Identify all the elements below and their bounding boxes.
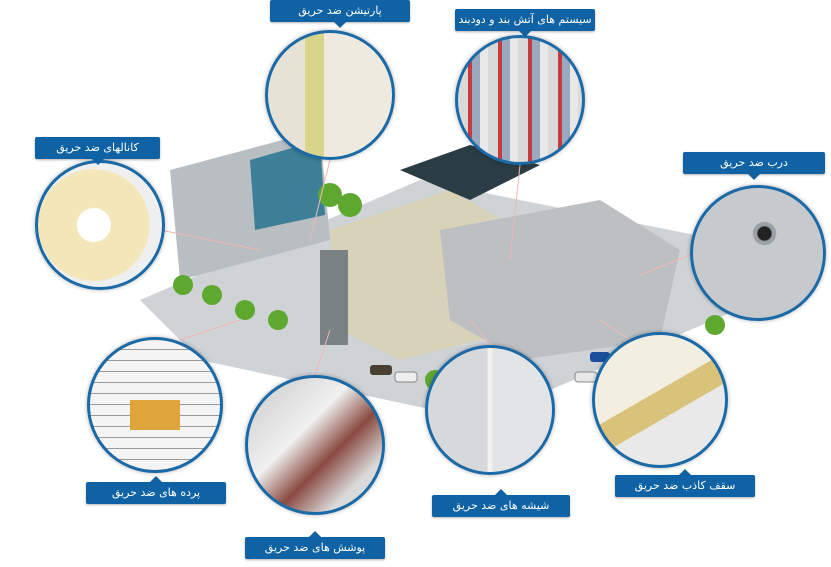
curtains-detail-image bbox=[87, 337, 223, 473]
door-detail-image bbox=[690, 185, 826, 321]
callout-partition[interactable]: پارتیشن ضد حریق bbox=[270, 0, 410, 28]
firestop-detail-image bbox=[455, 35, 585, 165]
callout-glass[interactable]: شیشه های ضد حریق bbox=[432, 489, 570, 517]
trees bbox=[173, 183, 725, 390]
callout-door[interactable]: درب ضد حریق bbox=[683, 152, 825, 180]
glass-detail-image bbox=[425, 345, 555, 475]
callout-ducts[interactable]: کانالهای ضد حریق bbox=[35, 137, 160, 165]
callout-firestop-smoke[interactable]: سیستم های آتش بند و دودبند bbox=[455, 9, 595, 37]
glass-facade bbox=[250, 140, 325, 230]
tower bbox=[320, 250, 348, 345]
partition-detail-image bbox=[265, 30, 395, 160]
building-right-wing bbox=[440, 200, 680, 360]
ceiling-detail-image bbox=[592, 332, 728, 468]
callout-ceiling[interactable]: سقف کاذب ضد حریق bbox=[615, 469, 755, 497]
coatings-detail-image bbox=[245, 375, 385, 515]
leader-lines bbox=[159, 159, 691, 376]
callout-curtains[interactable]: پرده های ضد حریق bbox=[86, 476, 226, 504]
callout-coatings[interactable]: پوشش های ضد حریق bbox=[245, 531, 385, 559]
ducts-detail-image bbox=[35, 160, 165, 290]
